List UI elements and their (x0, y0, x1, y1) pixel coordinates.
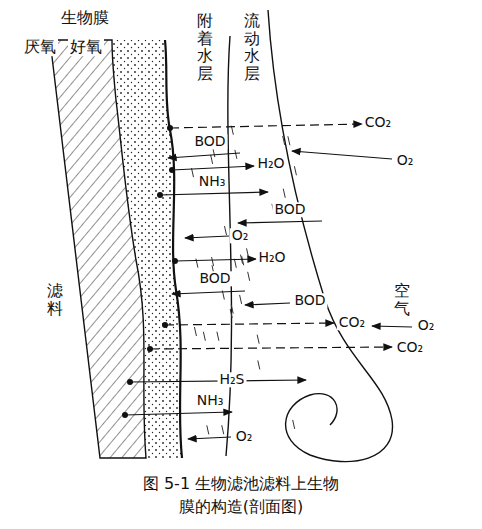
layer-label: 厌氧 (22, 38, 58, 56)
flux-arrow (125, 412, 232, 415)
flow-mark (222, 425, 224, 434)
source-dot (127, 379, 133, 385)
aerobic-layer (112, 40, 182, 458)
substance-label: CO₂ (363, 115, 393, 130)
substance-label: NH₃ (195, 393, 226, 408)
figure-caption: 图 5-1 生物滤池滤料上生物 膜的构造(剖面图) (141, 472, 341, 518)
substance-label: BOD (192, 134, 227, 149)
flow-mark (235, 150, 237, 159)
flowing-water-boundary (268, 10, 393, 462)
flow-mark (230, 309, 232, 318)
substance-label: NH₃ (197, 174, 228, 189)
substance-label: CO₂ (337, 315, 367, 330)
substance-label: O₂ (395, 153, 416, 168)
source-dot (122, 412, 128, 418)
substance-label: BOD (197, 271, 232, 286)
flow-mark (257, 335, 259, 344)
flux-arrow (165, 323, 334, 325)
flux-arrow (188, 437, 231, 439)
source-dot (167, 125, 173, 131)
flux-arrow (168, 153, 240, 158)
flux-arrow (175, 259, 256, 261)
flow-mark (194, 327, 196, 336)
layer-label: 空气 (394, 281, 410, 318)
substance-label: O₂ (416, 318, 437, 333)
layer-label: 附着水层 (197, 11, 213, 83)
substance-label: H₂O (256, 250, 287, 265)
flow-mark (293, 420, 295, 429)
aerobic-boundary (165, 40, 182, 458)
flux-arrow (170, 124, 362, 128)
layer-label: 生物膜 (59, 9, 111, 27)
substance-label: CO₂ (395, 340, 425, 355)
substance-label: BOD (292, 293, 327, 308)
substance-label: H₂O (255, 156, 286, 171)
flow-mark (231, 305, 233, 314)
attached-water-boundary (226, 36, 232, 456)
flow-mark (240, 295, 242, 304)
flow-mark (283, 189, 285, 198)
flow-mark (207, 425, 209, 434)
source-dot (147, 346, 153, 352)
flow-mark (203, 332, 205, 341)
flow-mark (225, 226, 227, 235)
flux-arrow (372, 326, 412, 327)
flux-arrow (238, 221, 322, 223)
substance-label: O₂ (230, 228, 251, 243)
flow-mark (294, 166, 296, 175)
flux-arrow (185, 236, 229, 238)
source-dot (172, 258, 178, 264)
flux-arrow (160, 192, 268, 195)
flux-arrow (172, 166, 254, 170)
flux-arrow (245, 303, 290, 305)
source-dot (162, 322, 168, 328)
flow-mark (258, 360, 260, 369)
substance-label: BOD (272, 202, 307, 217)
flow-mark (247, 248, 249, 257)
source-dot (157, 192, 163, 198)
flow-mark (211, 155, 213, 164)
substance-label: H₂S (217, 372, 246, 387)
flow-mark (288, 136, 290, 145)
flux-arrow (150, 347, 392, 349)
flow-mark (283, 136, 285, 145)
source-dot (169, 167, 175, 173)
flux-arrow (172, 291, 245, 294)
flow-mark (248, 272, 250, 281)
layer-label: 流动水层 (244, 11, 260, 83)
flow-mark (212, 257, 214, 266)
substance-label: O₂ (234, 429, 255, 444)
flux-arrow (292, 151, 392, 159)
flow-mark (217, 332, 219, 341)
layer-label: 滤料 (47, 281, 63, 318)
layer-label: 好氧 (68, 38, 104, 56)
